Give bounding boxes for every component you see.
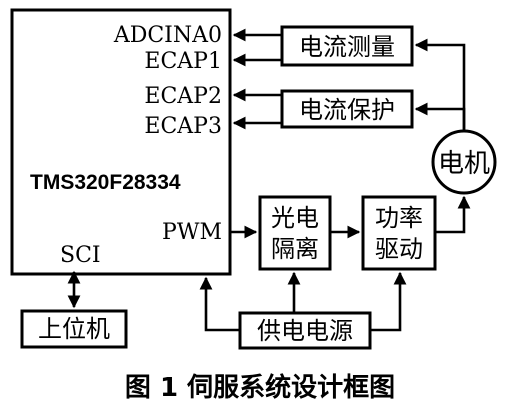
wire-supply-to-mcu	[199, 276, 240, 332]
chip-name: TMS320F28334	[30, 171, 181, 194]
wire-motor-to-protect	[414, 102, 466, 131]
current-measure-box	[280, 25, 414, 67]
host-pc-box	[20, 309, 128, 349]
current-protect-box	[280, 89, 414, 129]
driver-label-line1: 功率	[375, 204, 423, 232]
pin-adcina0: ADCINA0	[113, 23, 222, 48]
motor-label: 电机	[438, 149, 490, 179]
power-supply-label: 供电电源	[257, 317, 353, 345]
pwm-label: PWM	[162, 220, 222, 245]
mcu-box	[10, 8, 232, 276]
opto-label-line1: 光电	[271, 204, 319, 232]
current-protect-label: 电流保护	[299, 96, 395, 124]
sci-label: SCI	[60, 243, 101, 268]
host-pc-label: 上位机	[38, 315, 110, 343]
wire-driver-to-motor	[435, 195, 471, 234]
pin-ecap1: ECAP1	[144, 49, 222, 74]
current-measure-label: 电流测量	[299, 33, 395, 61]
opto-label-line2: 隔离	[271, 235, 319, 263]
wire-supply-to-driver	[370, 271, 407, 332]
wire-motor-to-measure	[414, 38, 466, 131]
pin-ecap2: ECAP2	[144, 84, 222, 109]
pin-ecap3: ECAP3	[144, 114, 222, 139]
driver-label-line2: 驱动	[375, 235, 423, 263]
figure-caption: 图 1 伺服系统设计框图	[125, 372, 395, 403]
